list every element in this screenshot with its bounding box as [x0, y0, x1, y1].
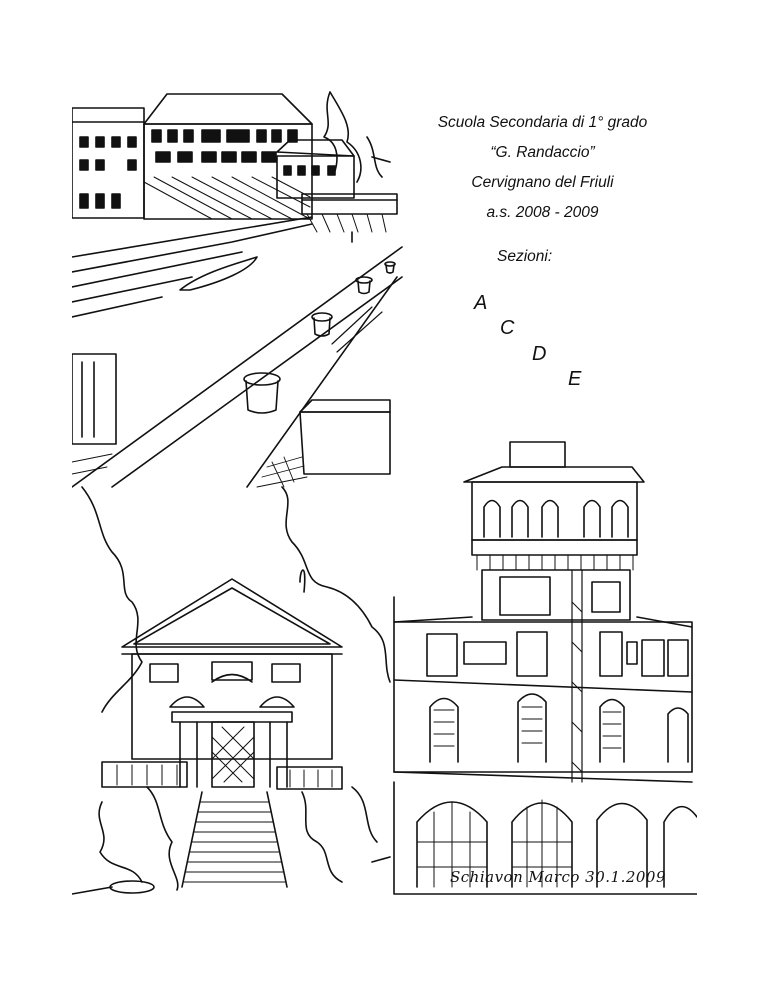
school-info: Scuola Secondaria di 1° grado “G. Randac… [405, 108, 680, 228]
section-letter: E [568, 368, 582, 390]
canal-scene [72, 91, 403, 488]
ink-illustration [72, 82, 697, 897]
school-name: “G. Randaccio” [490, 144, 595, 161]
school-year: a.s. 2008 - 2009 [486, 204, 599, 221]
sections-label: Sezioni: [497, 248, 553, 265]
section-letter: A [474, 292, 488, 314]
artist-signature: Schiavon Marco 30.1.2009 [450, 868, 667, 886]
section-letter: D [532, 343, 547, 365]
school-type: Scuola Secondaria di 1° grado [437, 114, 648, 131]
section-letter: C [500, 317, 515, 339]
villa-scene [72, 486, 391, 895]
palazzo-scene [393, 441, 697, 895]
school-city: Cervignano del Friuli [471, 174, 614, 191]
